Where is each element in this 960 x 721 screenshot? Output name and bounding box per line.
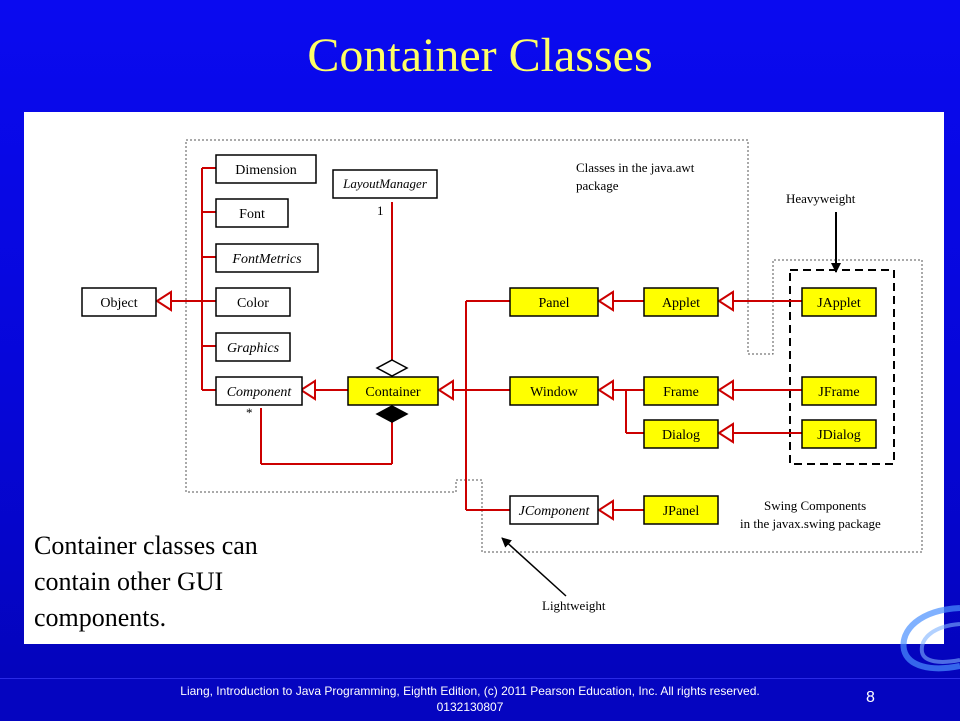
class-fontmetrics: FontMetrics xyxy=(215,243,319,273)
footer-copyright: Liang, Introduction to Java Programming,… xyxy=(180,684,760,714)
composition-diamond xyxy=(375,405,409,423)
class-japplet: JApplet xyxy=(801,287,877,317)
class-object: Object xyxy=(81,287,157,317)
class-layoutmanager: LayoutManager xyxy=(332,169,438,199)
class-window: Window xyxy=(509,376,599,406)
class-dialog-label: Dialog xyxy=(662,428,700,443)
class-dimension: Dimension xyxy=(215,154,317,184)
class-graphics-label: Graphics xyxy=(227,341,280,356)
class-jframe: JFrame xyxy=(801,376,877,406)
class-japplet-label: JApplet xyxy=(817,296,861,311)
class-applet-label: Applet xyxy=(662,296,700,311)
class-font: Font xyxy=(215,198,289,228)
class-panel: Panel xyxy=(509,287,599,317)
swing-region-label-1: Swing Components xyxy=(764,498,866,513)
heavyweight-group xyxy=(789,269,895,465)
lightweight-label: Lightweight xyxy=(542,598,606,613)
class-applet: Applet xyxy=(643,287,719,317)
class-diagram: Classes in the java.awt package Swing Co… xyxy=(81,139,923,613)
class-jpanel: JPanel xyxy=(643,495,719,525)
class-container-label: Container xyxy=(365,385,421,400)
class-object-label: Object xyxy=(100,296,137,311)
class-layoutmanager-label: LayoutManager xyxy=(342,176,428,191)
slide-title: Container Classes xyxy=(307,29,653,82)
class-panel-label: Panel xyxy=(538,296,569,311)
class-dialog: Dialog xyxy=(643,419,719,449)
class-font-label: Font xyxy=(239,207,265,222)
heavyweight-label: Heavyweight xyxy=(786,191,856,206)
class-component: Component xyxy=(215,376,303,406)
class-frame: Frame xyxy=(643,376,719,406)
slide-footer: Liang, Introduction to Java Programming,… xyxy=(0,678,960,721)
multiplicity-many: * xyxy=(246,405,253,420)
awt-region-label-1: Classes in the java.awt xyxy=(576,160,695,175)
class-graphics: Graphics xyxy=(215,332,291,362)
page-number: 8 xyxy=(866,689,875,706)
class-fontmetrics-label: FontMetrics xyxy=(231,252,302,267)
diagram-panel: Classes in the java.awt package Swing Co… xyxy=(24,112,944,644)
class-color-label: Color xyxy=(237,296,269,311)
class-container: Container xyxy=(347,376,439,406)
class-component-label: Component xyxy=(227,385,293,400)
class-jcomponent-label: JComponent xyxy=(519,504,591,519)
relation-lines xyxy=(170,167,802,511)
class-jpanel-label: JPanel xyxy=(663,504,700,519)
multiplicity-one: 1 xyxy=(377,203,384,218)
lightweight-arrow xyxy=(501,537,567,597)
awt-region-label-2: package xyxy=(576,178,619,193)
class-color: Color xyxy=(215,287,291,317)
class-jdialog: JDialog xyxy=(801,419,877,449)
class-jcomponent: JComponent xyxy=(509,495,599,525)
swing-region-label-2: in the javax.swing package xyxy=(740,516,881,531)
awt-package-region xyxy=(185,139,923,553)
class-frame-label: Frame xyxy=(663,385,699,400)
class-jdialog-label: JDialog xyxy=(817,428,861,443)
decorative-swoosh-icon xyxy=(900,605,960,672)
aggregation-diamond xyxy=(375,359,409,377)
class-dimension-label: Dimension xyxy=(235,163,296,178)
slide-caption: Container classes can contain other GUI … xyxy=(34,531,258,632)
class-jframe-label: JFrame xyxy=(818,385,859,400)
inheritance-arrowheads xyxy=(155,290,734,521)
class-window-label: Window xyxy=(530,385,579,400)
